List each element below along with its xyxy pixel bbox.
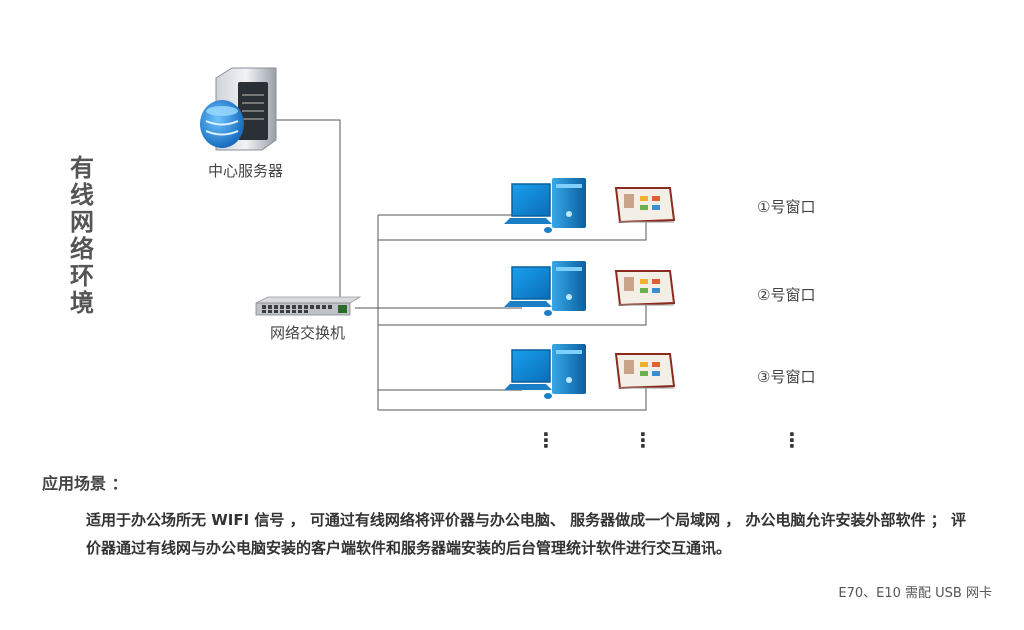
scene-description: 适用于办公场所无 WIFI 信号 ， 可通过有线网络将评价器与办公电脑、 服务器… — [86, 511, 966, 557]
network-diagram — [200, 67, 676, 411]
ellipsis-windows: ⋮ — [782, 428, 802, 452]
ellipsis-evaluators: ⋮ — [633, 428, 653, 452]
computer-icon — [504, 178, 586, 233]
evaluator-device-icon — [614, 187, 676, 224]
workstation-row-1 — [504, 178, 676, 233]
window-label-1: ①号窗口 — [757, 198, 816, 216]
computer-icon — [504, 344, 586, 399]
evaluator-device-icon — [614, 353, 676, 390]
workstation-row-3 — [504, 344, 676, 399]
window-label-3: ③号窗口 — [757, 368, 816, 386]
evaluator-device-icon — [614, 270, 676, 307]
scene-title: 应用场景 ： — [42, 474, 128, 493]
footnote: E70、E10 需配 USB 网卡 — [838, 586, 992, 601]
connection-lines — [276, 119, 647, 411]
server-label: 中心服务器 — [208, 162, 284, 180]
switch-label: 网络交换机 — [270, 324, 346, 342]
ellipsis-computers: ⋮ — [536, 428, 556, 452]
network-switch-icon — [255, 296, 362, 316]
diagram-vertical-title: 有线网络环境 — [70, 154, 94, 317]
server-icon — [200, 67, 277, 151]
window-label-2: ②号窗口 — [757, 286, 816, 304]
computer-icon — [504, 261, 586, 316]
workstation-row-2 — [504, 261, 676, 316]
